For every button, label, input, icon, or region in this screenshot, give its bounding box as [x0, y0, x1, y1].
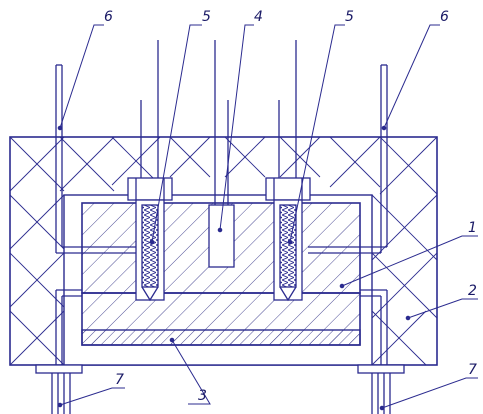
label-4: 4	[254, 9, 263, 25]
label-2: 2	[468, 283, 477, 299]
foot-left	[35, 364, 83, 414]
thermocouple-left	[127, 40, 173, 302]
label-3: 3	[198, 388, 207, 404]
center-sensor	[208, 40, 235, 268]
leader-lines	[57, 24, 478, 411]
label-6-left: 6	[104, 9, 113, 25]
label-5-right: 5	[345, 9, 354, 25]
thermocouple-right	[265, 40, 311, 302]
heater-plate	[81, 292, 361, 346]
label-7-right: 7	[468, 362, 477, 378]
tube-left	[55, 64, 136, 365]
label-6-right: 6	[440, 9, 449, 25]
label-5-left: 5	[202, 9, 211, 25]
label-7-left: 7	[115, 372, 124, 388]
tube-right	[308, 64, 388, 365]
foot-right	[357, 364, 405, 414]
label-1: 1	[468, 220, 477, 236]
